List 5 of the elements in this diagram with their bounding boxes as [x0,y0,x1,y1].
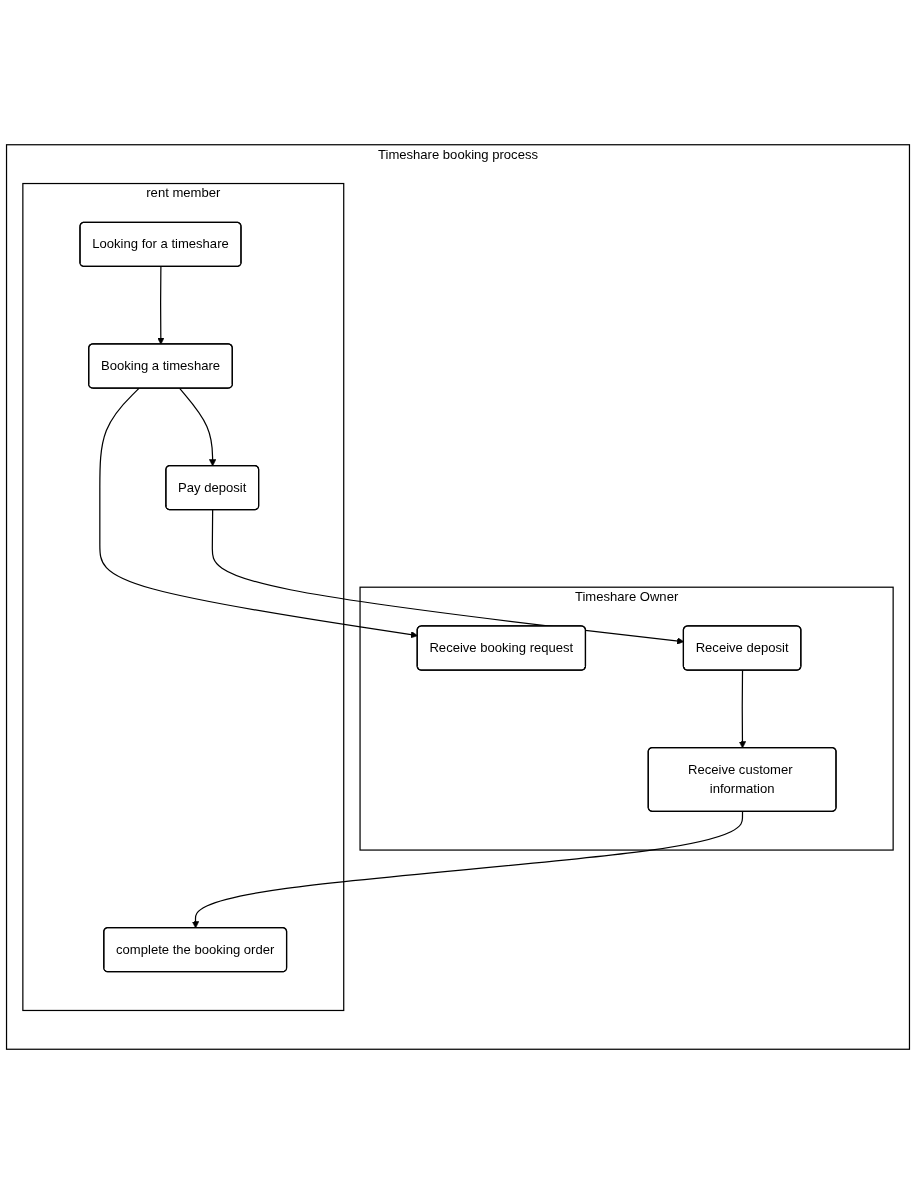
arrow [191,811,744,929]
arrow [99,387,418,639]
arrow [157,266,165,345]
arrow [738,669,747,749]
arrow [179,387,217,467]
